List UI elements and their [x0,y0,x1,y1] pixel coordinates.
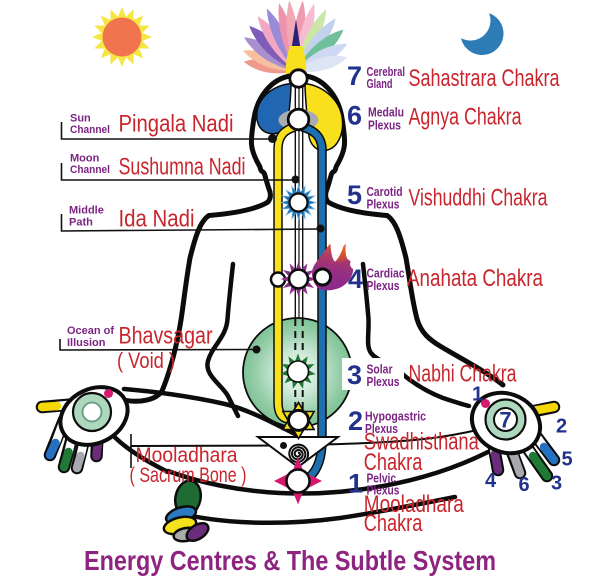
svg-text:Medalu: Medalu [368,106,404,120]
svg-text:Pelvic: Pelvic [367,472,397,486]
svg-text:Mooladhara: Mooladhara [136,444,238,467]
svg-text:Illusion: Illusion [67,337,106,349]
svg-text:Channel: Channel [70,164,110,176]
svg-text:Plexus: Plexus [367,484,400,498]
svg-text:Hypogastric: Hypogastric [365,410,426,424]
svg-text:Cerebral: Cerebral [367,65,406,79]
svg-text:Nabhi Chakra: Nabhi Chakra [409,361,517,388]
svg-text:1: 1 [348,469,363,499]
svg-text:4: 4 [485,470,497,492]
svg-text:Cardiac: Cardiac [367,267,405,281]
svg-text:Mooladhara: Mooladhara [364,491,465,518]
svg-text:1: 1 [472,384,483,406]
svg-text:Carotid: Carotid [367,185,403,199]
svg-text:Plexus: Plexus [365,422,398,436]
svg-text:Plexus: Plexus [367,375,400,389]
svg-text:Plexus: Plexus [368,119,401,133]
svg-text:Ocean of: Ocean of [67,325,114,337]
svg-text:Path: Path [69,217,93,229]
svg-text:3: 3 [551,473,562,495]
svg-text:Energy Centres & The Subtle Sy: Energy Centres & The Subtle System [84,545,496,576]
svg-text:5: 5 [562,449,573,471]
svg-text:Ida Nadi: Ida Nadi [119,206,195,233]
svg-text:Swadhisthana: Swadhisthana [364,429,479,456]
svg-text:Channel: Channel [70,124,110,136]
svg-text:3: 3 [347,360,362,390]
svg-text:Anahata Chakra: Anahata Chakra [407,265,544,292]
svg-text:4: 4 [348,264,363,294]
svg-text:Chakra: Chakra [364,510,423,537]
svg-text:Middle: Middle [69,205,104,217]
svg-text:Chakra: Chakra [364,449,423,476]
svg-text:Gland: Gland [367,77,393,91]
svg-text:Sahastrara Chakra: Sahastrara Chakra [409,65,560,92]
svg-text:Solar: Solar [367,363,393,377]
svg-text:7: 7 [499,408,511,433]
svg-text:7: 7 [347,61,362,91]
svg-text:5: 5 [347,180,362,210]
svg-text:( Void ): ( Void ) [117,348,175,373]
svg-text:Agnya Chakra: Agnya Chakra [409,104,522,131]
svg-text:2: 2 [348,406,363,436]
svg-text:2: 2 [556,416,567,438]
svg-text:Vishuddhi Chakra: Vishuddhi Chakra [409,185,548,212]
svg-text:6: 6 [519,474,530,496]
svg-text:Plexus: Plexus [367,279,400,293]
svg-text:6: 6 [347,101,362,131]
svg-text:Sushumna Nadi: Sushumna Nadi [119,154,246,181]
svg-text:Bhavsagar: Bhavsagar [119,323,213,350]
svg-text:Sun: Sun [70,113,91,125]
svg-text:Pingala Nadi: Pingala Nadi [119,111,234,138]
svg-text:Plexus: Plexus [367,198,400,212]
svg-text:Moon: Moon [70,153,100,165]
svg-text:( Sacrum Bone ): ( Sacrum Bone ) [130,464,247,487]
